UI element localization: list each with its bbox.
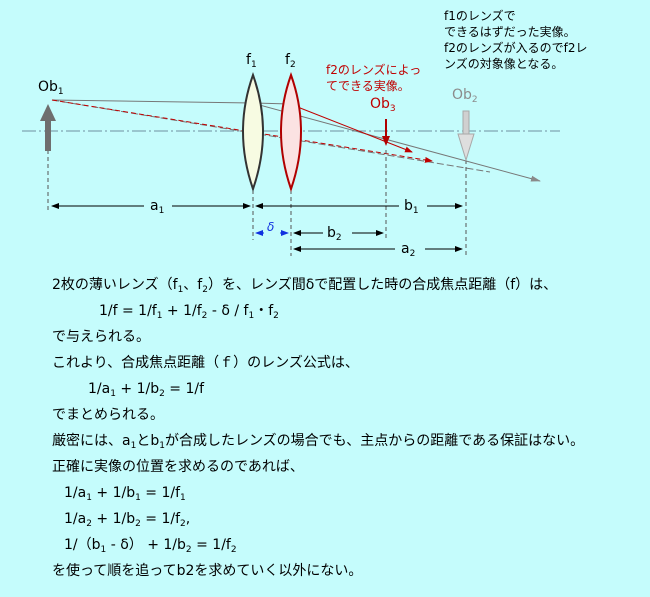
red-annotation: f2のレンズによっ てできる実像。 [326, 63, 422, 93]
text-line-1: 2枚の薄いレンズ（f1、f2）を、レンズ間δで配置した時の合成焦点距離（f）は、 [52, 277, 558, 295]
formula-step-1: 1/a1 + 1/b1 = 1/f1 [64, 485, 186, 503]
object-arrow [40, 104, 56, 151]
top-annotation: f1のレンズで できるはずだった実像。 f2のレンズが入るのでf2レ ンズの対象… [444, 9, 588, 71]
dim-label-a2: a2 [401, 241, 416, 259]
label-f1: f1 [246, 52, 257, 70]
lens-f2 [280, 72, 302, 193]
image-arrow-ob2 [457, 110, 475, 162]
text-line-8: 正確に実像の位置を求めるのであれば、 [52, 459, 304, 475]
formula-step-2: 1/a2 + 1/b2 = 1/f2, [64, 511, 191, 529]
formula-lens-equation: 1/a1 + 1/b2 = 1/f [88, 381, 205, 399]
formula-composite-focal: 1/f = 1/f1 + 1/f2 - δ / f1・f2 [99, 303, 279, 321]
label-ob3: Ob3 [370, 96, 396, 114]
explanation-text: 2枚の薄いレンズ（f1、f2）を、レンズ間δで配置した時の合成焦点距離（f）は、… [52, 272, 642, 584]
formula-step-3: 1/（b1 - δ） + 1/b2 = 1/f2 [64, 537, 237, 555]
label-ob2: Ob2 [452, 87, 478, 105]
text-line-12: を使って順を追ってb2を求めていく以外にない。 [52, 563, 363, 579]
lens-f1 [242, 72, 264, 193]
lens-diagram [22, 72, 560, 256]
dim-label-b1: b1 [404, 198, 419, 216]
label-ob1: Ob1 [38, 79, 64, 97]
label-f2: f2 [285, 52, 296, 70]
image-arrow-ob3 [382, 119, 390, 146]
text-line-7: 厳密には、a1とb1が合成したレンズの場合でも、主点からの距離である保証はない。 [52, 433, 585, 451]
text-line-4: これより、合成焦点距離（ｆ）のレンズ公式は、 [52, 355, 359, 371]
text-line-3: で与えられる。 [52, 329, 150, 345]
text-line-6: でまとめられる。 [52, 407, 164, 423]
dim-label-delta: δ [267, 220, 275, 234]
dimension-extension-lines [47, 150, 467, 256]
dim-label-a1: a1 [150, 198, 165, 216]
dim-label-b2: b2 [327, 225, 342, 243]
